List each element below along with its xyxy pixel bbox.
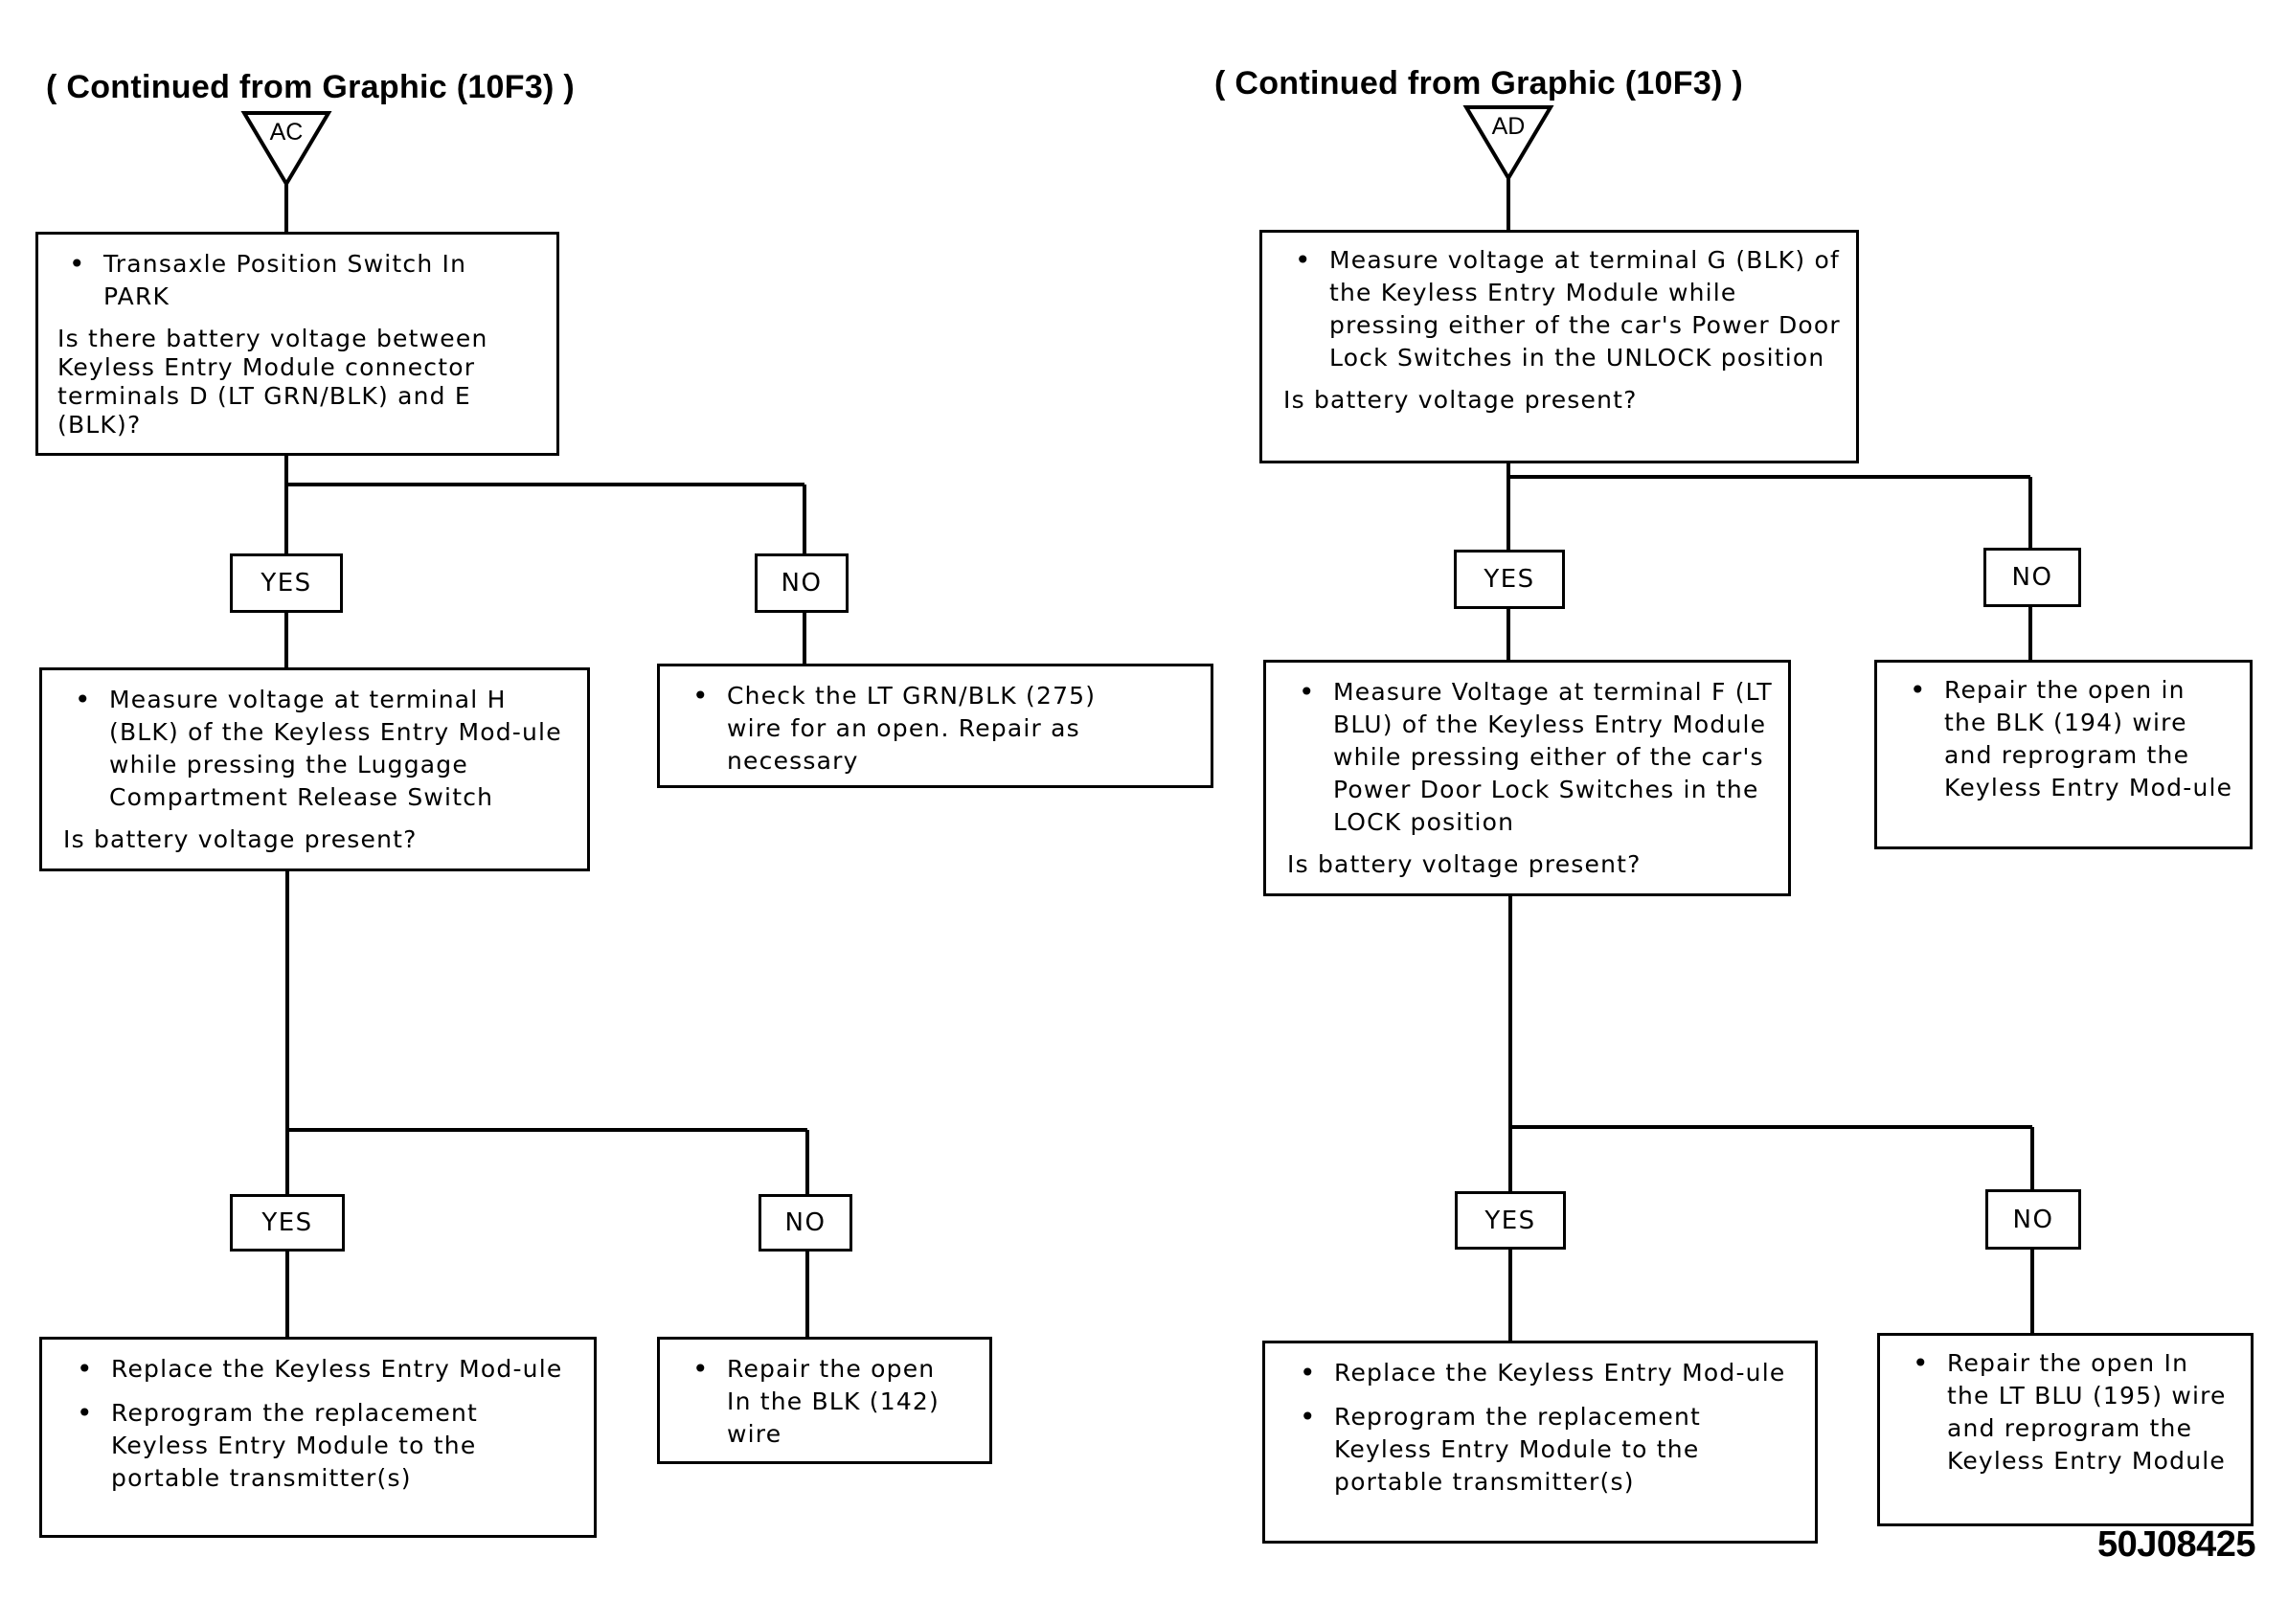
right-yes2-label: YES — [1455, 1191, 1566, 1250]
right-no1-box: Repair the open in the BLK (194) wire an… — [1874, 660, 2253, 849]
connector-ac-triangle — [240, 111, 332, 188]
left-yes2-step2: Reprogram the replacement Keyless Entry … — [65, 1397, 580, 1495]
left-no2-box: Repair the open In the BLK (142) wire — [657, 1337, 992, 1464]
left-no2-step: Repair the open In the BLK (142) wire — [681, 1353, 976, 1451]
connector-ad-triangle — [1462, 105, 1554, 182]
left-yes2-step1: Replace the Keyless Entry Mod-ule — [65, 1353, 580, 1386]
right-yes2-step1: Replace the Keyless Entry Mod-ule — [1288, 1357, 1801, 1389]
right-yes2-step2: Reprogram the replacement Keyless Entry … — [1288, 1401, 1801, 1499]
left-yes1-label: YES — [230, 553, 343, 613]
right-no1-step: Repair the open in the BLK (194) wire an… — [1898, 674, 2236, 804]
right-no2-label: NO — [1985, 1189, 2081, 1250]
figure-code: 50J08425 — [2097, 1524, 2256, 1565]
left-yes1-box: Measure voltage at terminal H (BLK) of t… — [39, 667, 590, 871]
left-yes2-box: Replace the Keyless Entry Mod-ule Reprog… — [39, 1337, 597, 1538]
left-yes2-label: YES — [230, 1194, 345, 1252]
right-yes1-step: Measure Voltage at terminal F (LT BLU) o… — [1287, 676, 1775, 839]
connector-ad-label: AD — [1491, 113, 1526, 140]
left-yes1-question: Is battery voltage present? — [63, 825, 418, 853]
right-start-question: Is battery voltage present? — [1283, 386, 1638, 414]
right-no2-box: Repair the open In the LT BLU (195) wire… — [1877, 1333, 2254, 1526]
left-header: ( Continued from Graphic (10F3) ) — [46, 69, 576, 105]
left-no1-box: Check the LT GRN/BLK (275) wire for an o… — [657, 664, 1213, 788]
left-start-question: Is there battery voltage between Keyless… — [57, 325, 488, 439]
left-no1-label: NO — [755, 553, 849, 613]
left-no2-label: NO — [759, 1194, 852, 1252]
left-yes1-step: Measure voltage at terminal H (BLK) of t… — [63, 684, 572, 814]
right-header: ( Continued from Graphic (10F3) ) — [1214, 65, 1744, 102]
connector-ac-label: AC — [269, 119, 304, 146]
right-yes1-label: YES — [1454, 550, 1565, 609]
right-yes2-box: Replace the Keyless Entry Mod-ule Reprog… — [1262, 1341, 1818, 1544]
right-no1-label: NO — [1983, 548, 2081, 607]
right-yes1-box: Measure Voltage at terminal F (LT BLU) o… — [1263, 660, 1791, 896]
left-no1-step: Check the LT GRN/BLK (275) wire for an o… — [681, 680, 1197, 778]
right-no2-step: Repair the open In the LT BLU (195) wire… — [1901, 1347, 2237, 1477]
right-start-box: Measure voltage at terminal G (BLK) of t… — [1259, 230, 1859, 463]
left-start-box: Transaxle Position Switch In PARK Is the… — [35, 232, 559, 456]
right-yes1-question: Is battery voltage present? — [1287, 850, 1642, 878]
right-start-step: Measure voltage at terminal G (BLK) of t… — [1283, 244, 1843, 374]
left-start-step: Transaxle Position Switch In PARK — [57, 248, 543, 313]
